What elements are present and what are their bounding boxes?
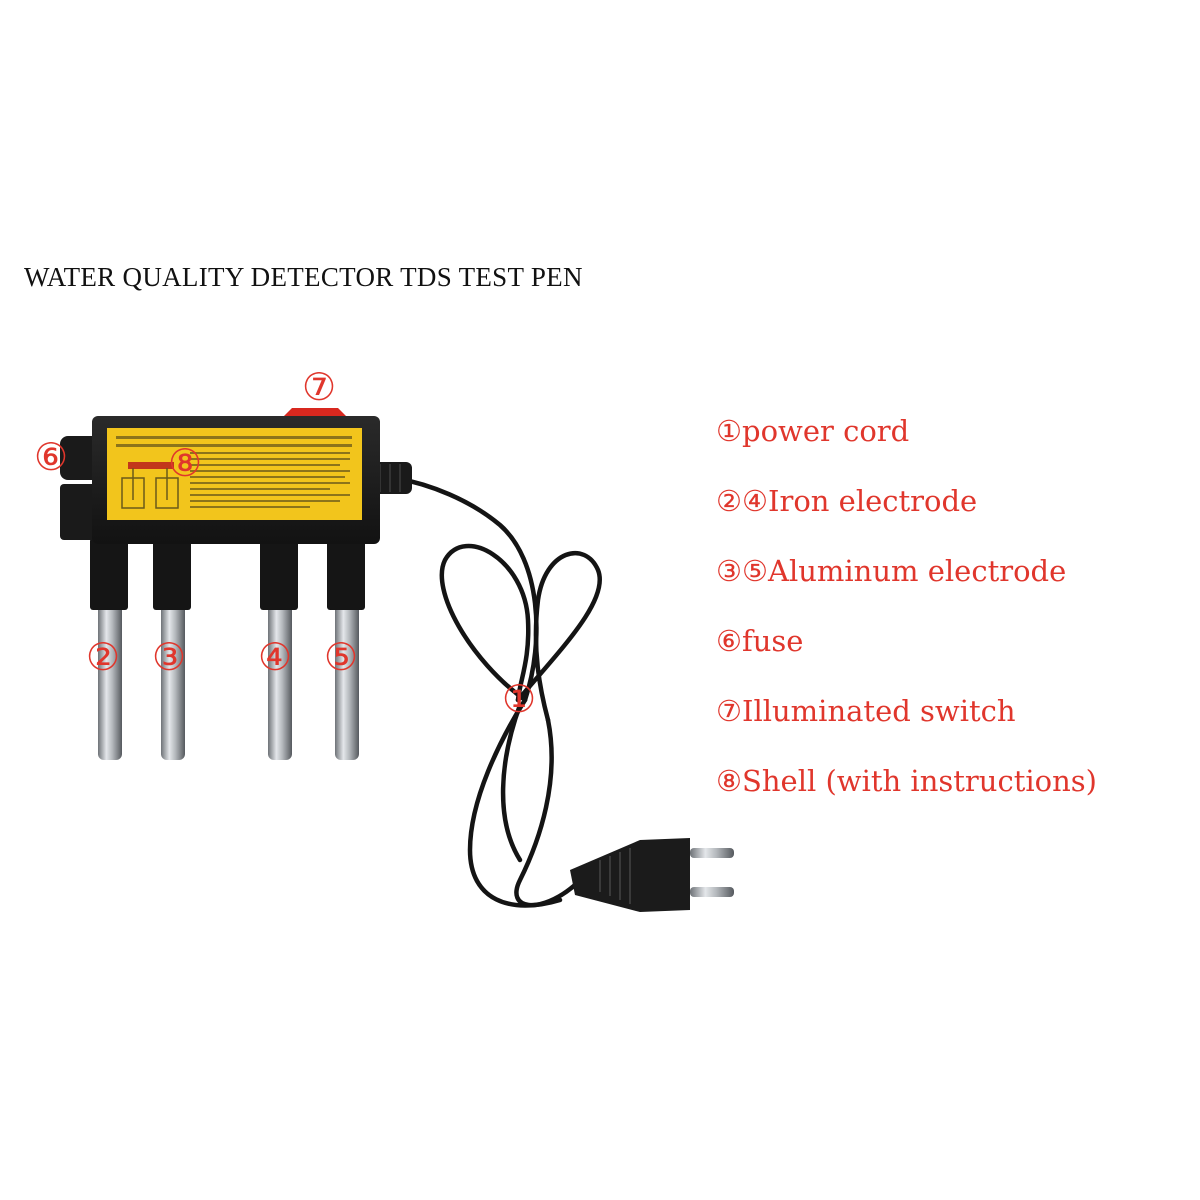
callout-6: ⑥ bbox=[34, 435, 68, 479]
parts-legend: ① power cord ②④ Iron electrode ③⑤ Alumin… bbox=[716, 414, 1097, 834]
legend-label: Aluminum electrode bbox=[768, 554, 1067, 588]
legend-label: power cord bbox=[742, 414, 910, 448]
legend-item: ⑧ Shell (with instructions) bbox=[716, 764, 1097, 834]
legend-item: ⑦ Illuminated switch bbox=[716, 694, 1097, 764]
callouts: ① ② ③ ④ ⑤ ⑥ ⑦ ⑧ bbox=[34, 365, 536, 721]
legend-number: ⑥ bbox=[716, 624, 742, 658]
callout-7: ⑦ bbox=[302, 365, 336, 409]
callout-8: ⑧ bbox=[168, 441, 202, 485]
callout-3: ③ bbox=[152, 635, 186, 679]
callout-5: ⑤ bbox=[324, 635, 358, 679]
legend-label: Iron electrode bbox=[768, 484, 978, 518]
page-title: WATER QUALITY DETECTOR TDS TEST PEN bbox=[24, 262, 583, 292]
legend-number: ②④ bbox=[716, 484, 768, 518]
legend-label: Shell (with instructions) bbox=[742, 764, 1097, 798]
legend-item: ⑥ fuse bbox=[716, 624, 1097, 694]
euro-plug bbox=[570, 838, 734, 912]
callout-2: ② bbox=[86, 635, 120, 679]
instruction-label bbox=[107, 428, 362, 520]
electrodes bbox=[90, 538, 365, 760]
legend-item: ① power cord bbox=[716, 414, 1097, 484]
legend-number: ① bbox=[716, 414, 742, 448]
callout-4: ④ bbox=[258, 635, 292, 679]
legend-number: ⑦ bbox=[716, 694, 742, 728]
legend-label: fuse bbox=[742, 624, 804, 658]
legend-item: ②④ Iron electrode bbox=[716, 484, 1097, 554]
power-cord bbox=[392, 475, 602, 908]
illuminated-switch bbox=[282, 408, 348, 418]
legend-item: ③⑤ Aluminum electrode bbox=[716, 554, 1097, 624]
legend-number: ③⑤ bbox=[716, 554, 768, 588]
callout-1: ① bbox=[502, 677, 536, 721]
legend-label: Illuminated switch bbox=[742, 694, 1016, 728]
legend-number: ⑧ bbox=[716, 764, 742, 798]
